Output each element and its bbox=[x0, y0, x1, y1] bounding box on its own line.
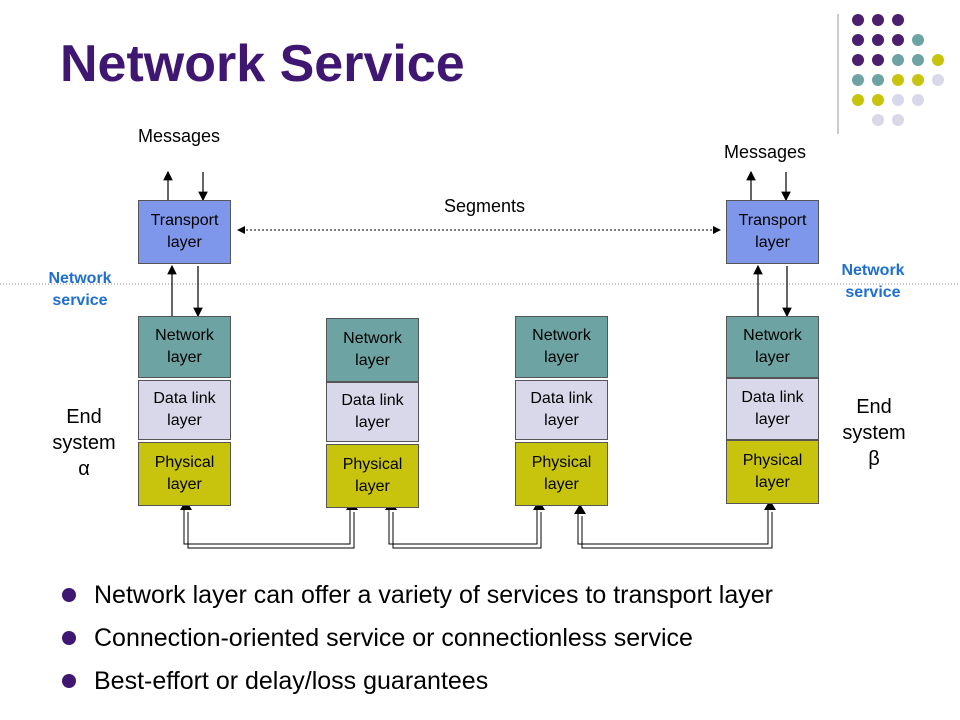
bullet-item: Connection-oriented service or connectio… bbox=[62, 617, 773, 660]
physical-layer-box: Physical layer bbox=[726, 440, 819, 504]
transport-layer-box: Transport layer bbox=[138, 200, 231, 264]
network-service-label-right: Network service bbox=[841, 262, 905, 301]
data-link-layer-box: Data link layer bbox=[326, 382, 419, 442]
decorative-dot-grid bbox=[837, 14, 944, 134]
page-title: Network Service bbox=[60, 35, 465, 93]
bullet-list: Network layer can offer a variety of ser… bbox=[62, 574, 773, 703]
network-layer-box: Network layer bbox=[515, 316, 608, 378]
network-layer-box: Network layer bbox=[726, 316, 819, 378]
bullet-item: Network layer can offer a variety of ser… bbox=[62, 574, 773, 617]
physical-layer-box: Physical layer bbox=[138, 442, 231, 506]
end-system-beta-label: End system β bbox=[842, 396, 906, 470]
physical-layer-box: Physical layer bbox=[326, 444, 419, 508]
bullet-dot-icon bbox=[62, 674, 76, 688]
segments-label: Segments bbox=[444, 196, 526, 216]
bullet-item: Best-effort or delay/loss guarantees bbox=[62, 660, 773, 703]
transport-layer-box: Transport layer bbox=[726, 200, 819, 264]
end-system-alpha-label: End system α bbox=[52, 406, 116, 480]
network-layer-box: Network layer bbox=[138, 316, 231, 378]
bullet-dot-icon bbox=[62, 631, 76, 645]
bullet-text: Best-effort or delay/loss guarantees bbox=[94, 667, 489, 695]
data-link-layer-box: Data link layer bbox=[138, 380, 231, 440]
data-link-layer-box: Data link layer bbox=[726, 378, 819, 440]
network-layer-box: Network layer bbox=[326, 318, 419, 382]
data-link-layer-box: Data link layer bbox=[515, 380, 608, 440]
bullet-text: Connection-oriented service or connectio… bbox=[94, 624, 693, 652]
physical-layer-box: Physical layer bbox=[515, 442, 608, 506]
messages-label-right: Messages bbox=[724, 142, 807, 162]
bullet-text: Network layer can offer a variety of ser… bbox=[94, 581, 773, 609]
messages-label-left: Messages bbox=[138, 126, 221, 146]
bullet-dot-icon bbox=[62, 588, 76, 602]
network-service-label-left: Network service bbox=[48, 270, 112, 309]
